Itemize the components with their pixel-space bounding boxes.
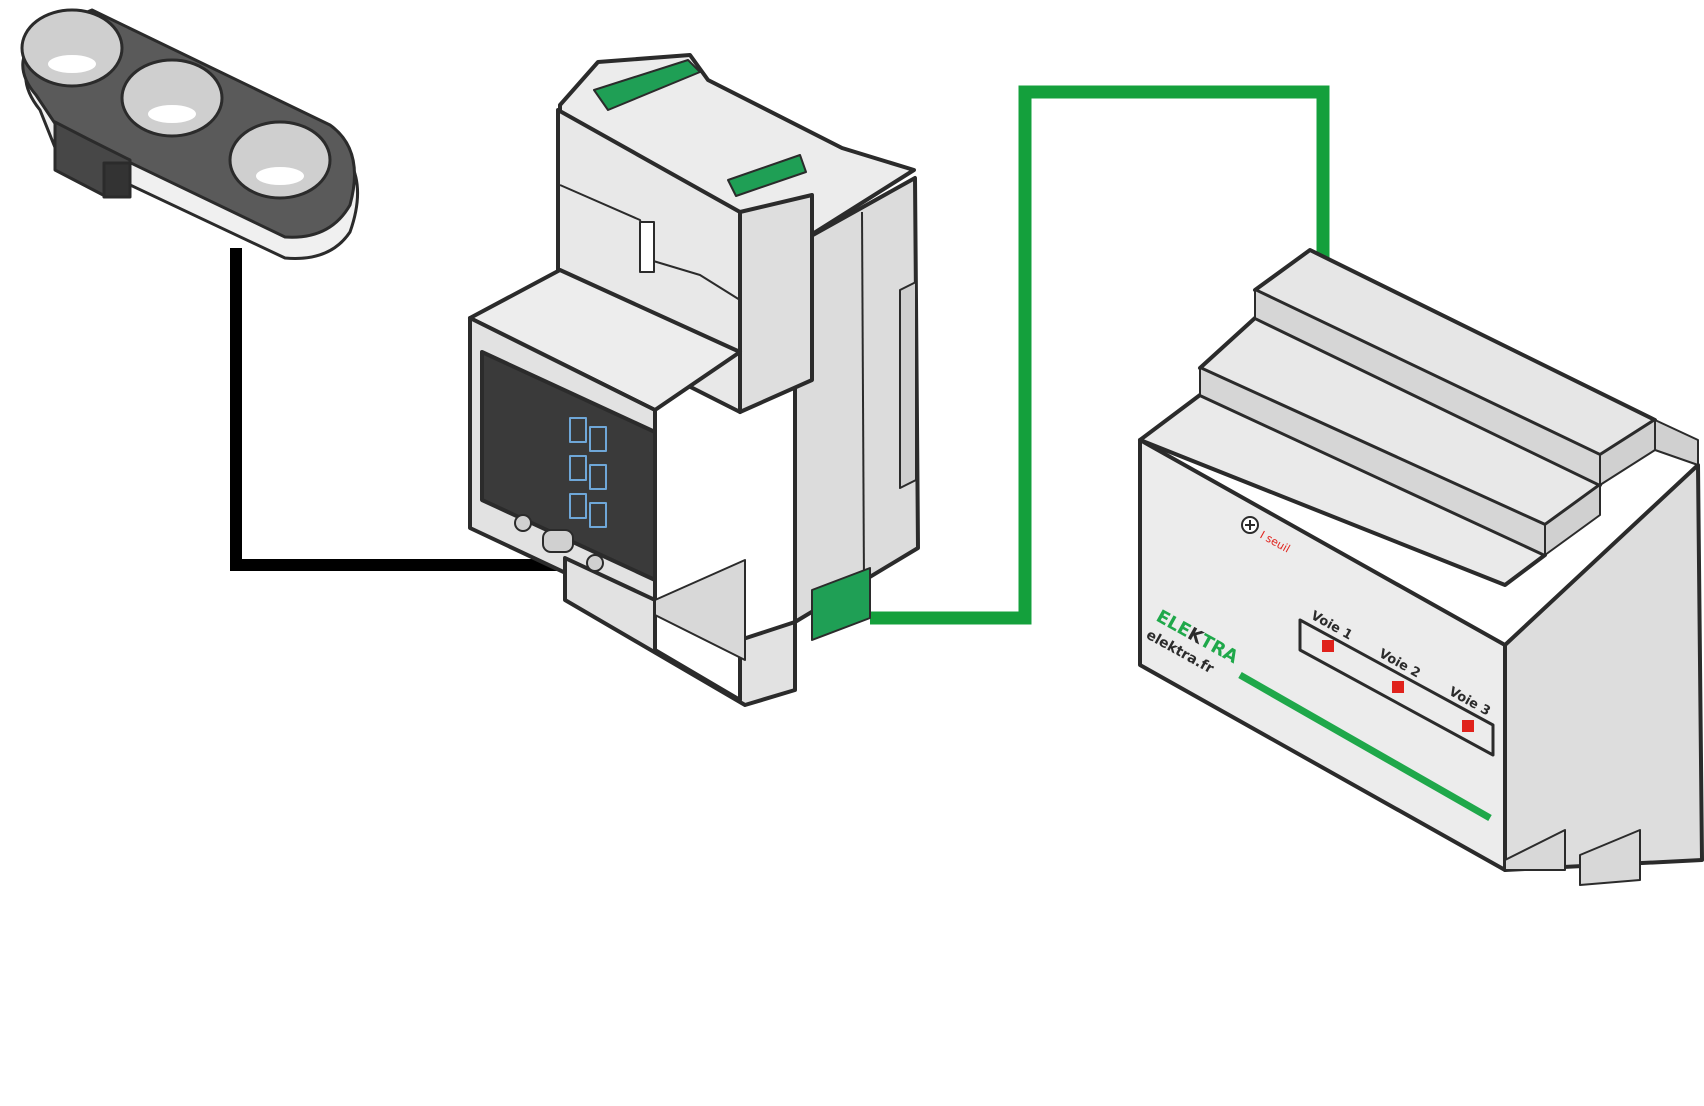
meter-port: [542, 529, 574, 553]
sensor-hole-2: [120, 58, 224, 138]
meter-button-left: [514, 514, 532, 532]
bus-cable: [870, 85, 1330, 625]
sensor-hole-1: [20, 8, 124, 88]
sensor-hole-3: [228, 120, 332, 200]
sensor-cable: [230, 248, 565, 571]
meter-output-terminal: [811, 567, 871, 641]
controller-module: [1138, 248, 1704, 886]
meter-button-right: [586, 554, 604, 572]
channel-2-led: [1392, 681, 1404, 693]
meter-digits: [569, 417, 607, 528]
current-sensor: [20, 8, 360, 260]
din-meter: [468, 53, 920, 707]
meter-display: [480, 350, 657, 582]
channel-1-led: [1322, 640, 1334, 652]
controller-green-stripe: [1238, 671, 1492, 822]
channel-3-led: [1462, 720, 1474, 732]
